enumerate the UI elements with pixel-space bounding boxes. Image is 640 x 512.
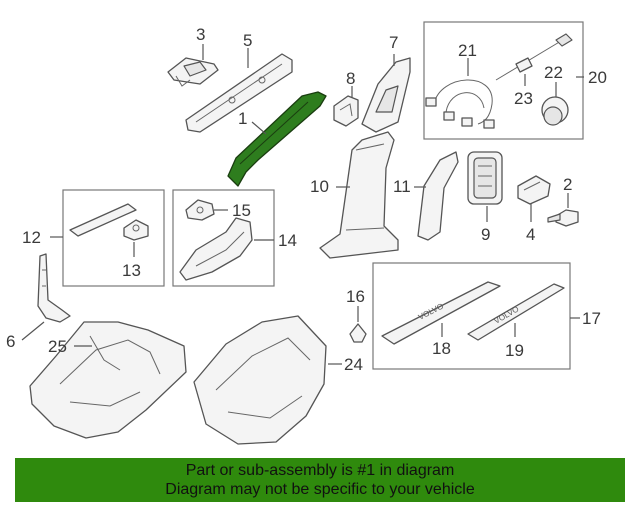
part-25-carpet[interactable] [29,321,187,439]
part-22-knob[interactable] [541,96,569,126]
callout-23[interactable]: 23 [514,89,533,108]
banner-line-2: Diagram may not be specific to your vehi… [165,481,475,498]
callout-11[interactable]: 11 [393,177,411,196]
part-23-cable[interactable] [495,33,573,81]
part-6-bracket[interactable] [37,253,71,323]
part-10-pillar-trim[interactable] [319,131,399,259]
callout-9[interactable]: 9 [481,225,490,244]
callout-10[interactable]: 10 [310,177,329,196]
callout-14[interactable]: 14 [278,231,297,250]
part-1-highlighted[interactable] [227,91,327,187]
part-4-clip[interactable] [517,175,551,205]
callout-19[interactable]: 19 [505,341,524,360]
callout-18[interactable]: 18 [432,339,451,358]
parts-diagram: VOLVO VOLVO 1 2 3 4 5 6 7 8 9 10 11 12 1… [6,21,607,445]
callout-3[interactable]: 3 [196,25,205,44]
part-16-fastener[interactable] [349,323,367,343]
callout-12[interactable]: 12 [22,228,41,247]
part-11-trim[interactable] [417,151,459,241]
part-3-clip[interactable] [167,57,219,87]
callout-2[interactable]: 2 [563,175,572,194]
group-box-12 [62,189,165,287]
callout-22[interactable]: 22 [544,63,563,82]
callout-5[interactable]: 5 [243,31,252,50]
callout-1[interactable]: 1 [238,109,247,128]
callout-16[interactable]: 16 [346,287,365,306]
part-13-clip[interactable] [123,219,149,241]
part-15-clip[interactable] [185,199,215,221]
callout-24[interactable]: 24 [344,355,363,374]
banner-line-1: Part or sub-assembly is #1 in diagram [185,462,455,479]
group-box-17 [372,262,571,370]
part-7-pillar-trim[interactable] [361,57,411,133]
group-box-20 [423,21,584,140]
part-21-wiring[interactable] [425,79,495,129]
part-12-strip[interactable] [69,203,137,237]
info-banner: Part or sub-assembly is #1 in diagram Di… [15,458,625,502]
part-14-panel[interactable] [179,217,253,281]
callout-21[interactable]: 21 [458,41,477,60]
callout-17[interactable]: 17 [582,309,601,328]
part-2-screw[interactable] [547,209,579,227]
part-9-cover[interactable] [467,151,503,205]
callout-7[interactable]: 7 [389,33,398,52]
callout-8[interactable]: 8 [346,69,355,88]
callout-25[interactable]: 25 [48,337,67,356]
callout-15[interactable]: 15 [232,201,251,220]
callout-4[interactable]: 4 [526,225,535,244]
part-5-trim[interactable] [185,53,293,133]
part-8-clip[interactable] [333,95,359,127]
callout-6[interactable]: 6 [6,332,15,351]
group-box-14 [172,189,275,287]
part-24-carpet[interactable] [193,315,327,445]
callout-20[interactable]: 20 [588,68,607,87]
callout-13[interactable]: 13 [122,261,141,280]
